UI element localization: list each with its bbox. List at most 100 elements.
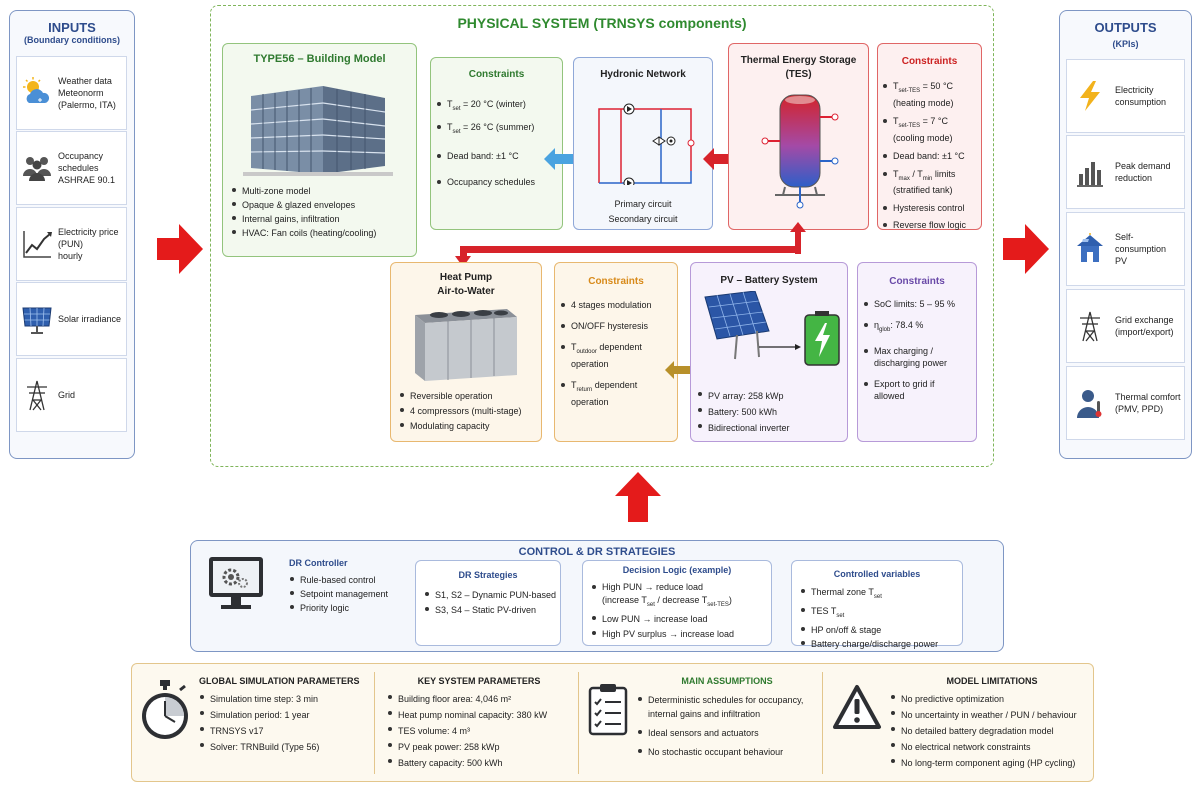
parameters-panel: GLOBAL SIMULATION PARAMETERS Simulation …	[131, 663, 1094, 782]
decision-logic-box: Decision Logic (example) High PUN → redu…	[582, 560, 772, 646]
clipboard-checklist-icon	[588, 684, 628, 736]
assumptions-title: MAIN ASSUMPTIONS	[681, 676, 773, 686]
bc-tset2-sub: set	[452, 128, 461, 135]
comfort-person-icon	[1077, 390, 1102, 418]
heatpump-bullets: Reversible operation 4 compressors (mult…	[399, 389, 541, 434]
assume-1b: internal gains and infiltration	[648, 709, 761, 719]
hydronic-secondary: Secondary circuit	[608, 214, 678, 224]
tc-strat: (stratified tank)	[893, 185, 953, 196]
input-price-l3: hourly	[58, 251, 83, 261]
hp-pv-arrow	[665, 361, 705, 379]
limit-3: No detailed battery degradation model	[890, 723, 1092, 739]
key-params-list: Building floor area: 4,046 m² Heat pump …	[387, 691, 577, 771]
bc-occ: Occupancy schedules	[436, 176, 562, 188]
input-solar-l1: Solar irradiance	[58, 314, 122, 324]
global-2: Simulation period: 1 year	[199, 707, 369, 723]
grid-tower-icon	[27, 380, 47, 411]
pvc-maxc-1: Max charging /	[874, 345, 934, 356]
input-weather-l1: Weather data	[58, 76, 112, 86]
tc-heat-mode: (heating mode)	[893, 97, 954, 108]
logic-l1d: )	[728, 595, 732, 605]
hpc-tout-sub: outdoor	[576, 348, 597, 355]
hp-bullet-2: 4 compressors (multi-stage)	[399, 404, 541, 419]
hpc-tret-sub: return	[576, 386, 593, 393]
logic-l1b: (increase T	[602, 595, 647, 605]
hp-constraints-title: Constraints	[588, 276, 644, 287]
dr-bullet-3: Priority logic	[289, 601, 409, 615]
limit-5: No long-term component aging (HP cycling…	[890, 755, 1092, 771]
output-elec-l1: Electricity	[1115, 85, 1154, 95]
house-solar-icon	[1077, 233, 1103, 262]
grid-tower-icon	[1080, 311, 1100, 342]
bc-winter-text: = 20 °C (winter)	[463, 99, 526, 109]
global-3: TRNSYS v17	[199, 723, 369, 739]
hydronic-diagram	[598, 103, 695, 185]
tc-heat-sub: set-TES	[898, 87, 921, 94]
pv-constraints-box: Constraints SoC limits: 5 – 95 % ηglob: …	[857, 262, 977, 442]
building-constraints-list: Tset = 20 °C (winter) Tset = 26 °C (summ…	[436, 98, 562, 188]
tes-tank-icon	[761, 94, 839, 209]
logic-l1c-sub: set-TES	[707, 601, 729, 608]
tes-constraints-title: Constraints	[901, 56, 958, 67]
input-occ-l1: Occupancy	[58, 151, 104, 161]
output-peak-l2: reduction	[1115, 173, 1153, 183]
dr-strategies-bullets: S1, S2 – Dynamic PUN-based S3, S4 – Stat…	[424, 588, 560, 618]
tes-constraints-box: Constraints Tset-TES = 50 °C(heating mod…	[877, 43, 982, 230]
outputs-subtitle: (KPIs)	[1112, 39, 1139, 49]
building-constraints-title: Constraints	[468, 69, 525, 80]
pv-title: PV – Battery System	[720, 275, 818, 286]
weather-icon	[23, 77, 50, 103]
building-bullet-1: Multi-zone model	[231, 184, 416, 198]
heatpump-title: Heat Pump	[439, 272, 493, 283]
tc-cool-val: = 7 °C	[920, 115, 949, 126]
tc-heat: Tset-TES = 50 °C(heating mode)	[882, 80, 982, 109]
control-panel: CONTROL & DR STRATEGIES DR Controller Ru…	[190, 540, 1004, 652]
hpc-tout-t: T	[571, 342, 577, 352]
var-1-text: Thermal zone T	[811, 587, 874, 597]
assume-2: Ideal sensors and actuators	[637, 726, 827, 740]
tc-hyst: Hysteresis control	[882, 202, 982, 214]
output-grid-l1: Grid exchange	[1115, 315, 1174, 325]
hp-bullet-1: Reversible operation	[399, 389, 541, 404]
output-comfort: Thermal comfort(PMV, PPD)	[1066, 366, 1185, 440]
lightning-icon	[1080, 81, 1100, 111]
assumptions-list: Deterministic schedules for occupancy, in…	[637, 693, 827, 759]
assume-1a: Deterministic schedules for occupancy,	[648, 695, 804, 705]
output-grid: Grid exchange(import/export)	[1066, 289, 1185, 363]
limit-2: No uncertainty in weather / PUN / behavi…	[890, 707, 1092, 723]
controlled-variables-box: Controlled variables Thermal zone Tset T…	[791, 560, 963, 649]
tc-tmax: T	[893, 168, 899, 179]
inputs-subtitle: (Boundary conditions)	[24, 35, 120, 45]
limitations-title: MODEL LIMITATIONS	[946, 676, 1038, 686]
pvc-eta-sub: glob	[879, 326, 891, 333]
hydronic-primary: Primary circuit	[614, 199, 672, 209]
pv-battery-box: PV – Battery System PV array: 258 kWp Ba…	[690, 262, 848, 442]
pvc-eta-val: : 78.4 %	[890, 320, 924, 330]
logic-l1c: / decrease T	[654, 595, 708, 605]
solar-panel-icon	[22, 307, 52, 334]
tes-box: Thermal Energy Storage (TES)	[728, 43, 869, 230]
output-self-l1: Self-consumption	[1115, 232, 1167, 254]
tc-cool-t: T	[893, 115, 899, 126]
param-divider-1	[374, 672, 375, 774]
pv-battery-icon	[704, 291, 840, 366]
input-weather-l3: (Palermo, ITA)	[58, 100, 116, 110]
key-2: Heat pump nominal capacity: 380 kW	[387, 707, 577, 723]
tc-cool-sub: set-TES	[898, 122, 921, 129]
global-4: Solver: TRNBuild (Type 56)	[199, 739, 369, 755]
var-4: Battery charge/discharge power	[800, 637, 962, 651]
physical-system-title: PHYSICAL SYSTEM (TRNSYS components)	[457, 15, 747, 31]
key-4: PV peak power: 258 kWp	[387, 739, 577, 755]
physical-system-frame	[210, 5, 994, 467]
tc-slash: /	[909, 168, 918, 179]
pv-constraints-list: SoC limits: 5 – 95 % ηglob: 78.4 % Max c…	[863, 298, 977, 402]
pv-bullet-1: PV array: 258 kWp	[697, 388, 847, 404]
var-2-sub: set	[836, 612, 845, 619]
tes-title: Thermal Energy Storage	[740, 55, 857, 66]
logic-l1: High PUN → reduce load(increase Tset / d…	[591, 581, 771, 612]
key-params-title: KEY SYSTEM PARAMETERS	[417, 676, 541, 686]
